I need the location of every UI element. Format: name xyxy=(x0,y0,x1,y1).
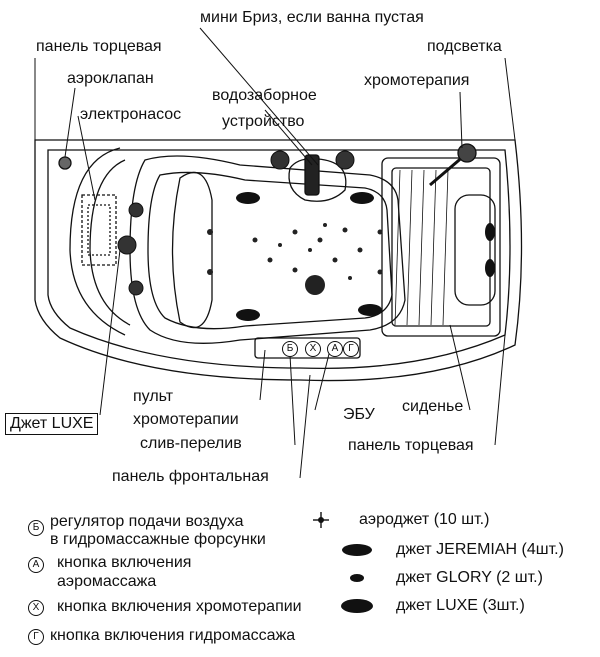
label-panel-front: панель фронтальная xyxy=(112,468,269,485)
legend-letter-b: Б xyxy=(28,520,44,536)
label-jet-luxe: Джет LUXE xyxy=(5,413,99,435)
jet-jeremiah xyxy=(358,304,382,316)
jet-luxe xyxy=(128,280,144,296)
label-pult-1: пульт xyxy=(133,388,174,405)
legend-a-line1: кнопка включения xyxy=(57,554,192,571)
jet-jeremiah-icon xyxy=(342,544,372,556)
jet-luxe xyxy=(128,202,144,218)
legend-glory: джет GLORY (2 шт.) xyxy=(396,569,543,586)
control-button-b: Б xyxy=(282,341,298,357)
label-podsvetka: подсветка xyxy=(427,38,502,55)
legend-letter-x: Х xyxy=(28,600,44,616)
legend-b-line1: регулятор подачи воздуха xyxy=(50,513,244,530)
jet-glory xyxy=(485,259,495,277)
legend-a-line2: аэромассажа xyxy=(57,573,157,590)
label-vodozabor-2: устройство xyxy=(222,113,305,130)
control-button-x: Х xyxy=(305,341,321,357)
aeroklapan-circle xyxy=(58,156,72,170)
control-button-g: Г xyxy=(343,341,359,357)
aerojet-icon xyxy=(313,512,329,528)
legend-jeremiah: джет JEREMIAH (4шт.) xyxy=(396,541,564,558)
control-button-a: А xyxy=(327,341,343,357)
legend-x-line1: кнопка включения хромотерапии xyxy=(57,598,302,615)
label-panel-end-top: панель торцевая xyxy=(36,38,162,55)
tub-outer-rim xyxy=(34,139,523,382)
legend-aerojet: аэроджет (10 шт.) xyxy=(359,511,490,528)
tub-head-section xyxy=(69,147,126,336)
legend-g-line1: кнопка включения гидромассажа xyxy=(50,627,296,644)
jet-jeremiah xyxy=(350,192,374,204)
legend-b-line2: в гидромассажные форсунки xyxy=(50,531,266,548)
jet-luxe xyxy=(117,235,137,255)
tub-inner-rim xyxy=(47,149,511,370)
jet-glory-icon xyxy=(350,574,364,582)
jet-luxe-icon xyxy=(341,599,373,613)
jet-jeremiah xyxy=(236,309,260,321)
legend-letter-a: А xyxy=(28,557,44,573)
drain xyxy=(305,275,325,295)
faucet-knobs xyxy=(270,150,355,170)
label-electronasos: электронасос xyxy=(80,106,182,123)
jet-jeremiah xyxy=(236,192,260,204)
seat xyxy=(381,157,501,337)
control-strip xyxy=(254,337,361,359)
label-panel-end-bottom: панель торцевая xyxy=(348,437,474,454)
label-sliv-pereliv: слив-перелив xyxy=(140,435,242,452)
label-vodozabor-1: водозаборное xyxy=(212,87,317,104)
legend-letter-g: Г xyxy=(28,629,44,645)
label-sidenie: сиденье xyxy=(402,398,464,415)
label-chromotherapy: хромотерапия xyxy=(364,72,470,89)
label-ebu: ЭБУ xyxy=(343,406,375,423)
label-mini-briz: мини Бриз, если ванна пустая xyxy=(200,9,424,26)
label-pult-2: хромотерапии xyxy=(133,411,239,428)
electro-pump xyxy=(81,194,117,266)
jet-glory xyxy=(485,223,495,241)
label-aeroklapan: аэроклапан xyxy=(67,70,154,87)
legend-luxe: джет LUXE (3шт.) xyxy=(396,597,525,614)
tub-basin xyxy=(129,155,406,344)
headrest xyxy=(171,171,213,329)
